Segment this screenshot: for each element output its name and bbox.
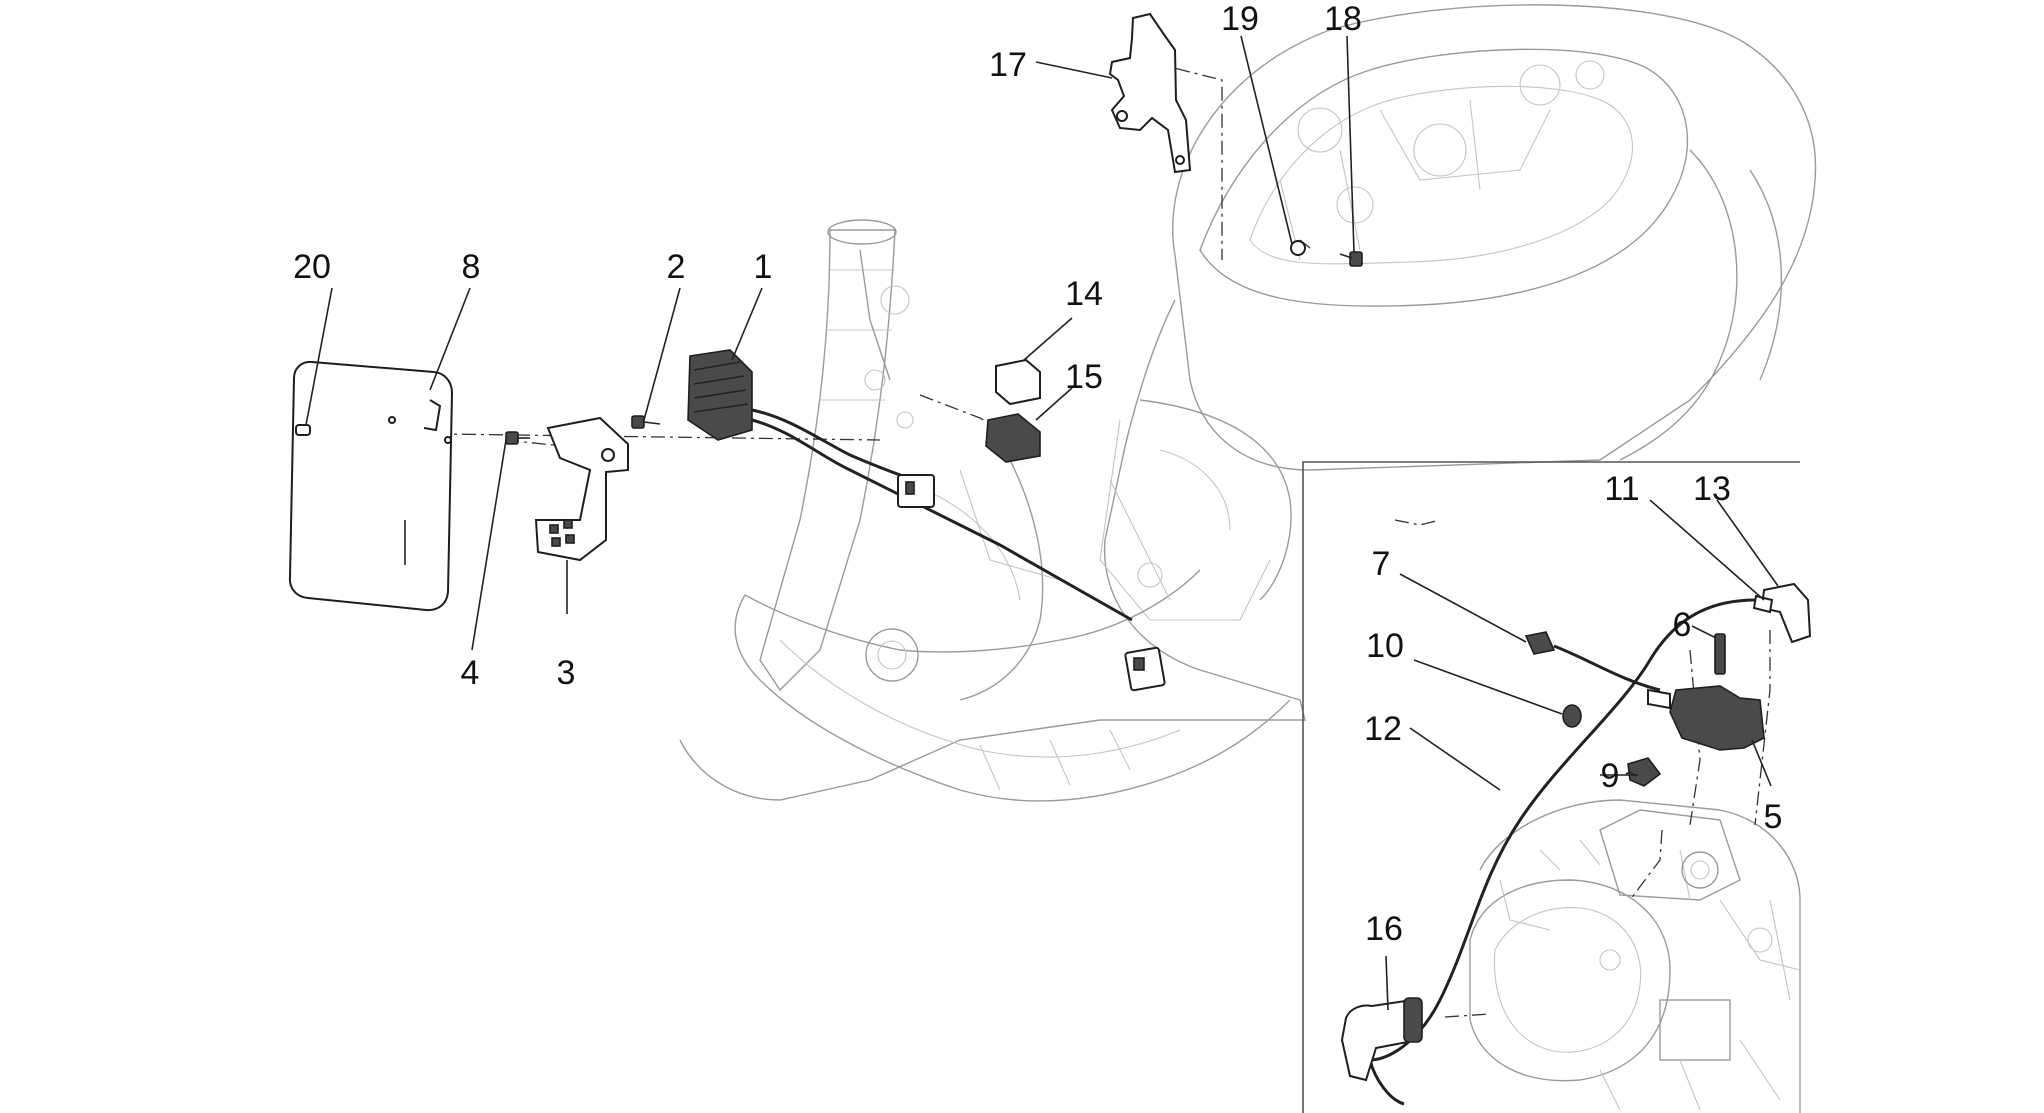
part-washer — [1290, 240, 1306, 256]
callout-20: 20 — [293, 248, 331, 286]
part-rivet — [295, 424, 311, 436]
part-mudflap-plate — [288, 360, 454, 612]
callout-16: 16 — [1365, 910, 1403, 948]
callout-3: 3 — [557, 654, 576, 692]
callout-13: 13 — [1693, 470, 1731, 508]
part-top-bracket — [1108, 12, 1192, 174]
part-bolt-6 — [1714, 633, 1726, 675]
scooter-frame-outline — [679, 4, 1817, 802]
callout-15: 15 — [1065, 358, 1103, 396]
engine-inset — [1302, 461, 1801, 1113]
part-sensor — [1524, 631, 1661, 692]
part-ignition-coil — [1647, 685, 1765, 751]
part-relay — [995, 358, 1041, 406]
part-relay-holder — [985, 413, 1041, 463]
part-spark-plug-cap — [1760, 582, 1812, 644]
callout-1: 1 — [754, 248, 773, 286]
callout-7: 7 — [1372, 545, 1391, 583]
callout-2: 2 — [667, 248, 686, 286]
part-bolt-2 — [631, 415, 661, 429]
callout-19: 19 — [1221, 0, 1259, 38]
callout-labels: 20 8 2 1 4 3 14 15 17 19 18 11 13 7 6 10… — [293, 0, 1782, 948]
leader-lines — [305, 35, 1779, 1011]
callout-4: 4 — [461, 654, 480, 692]
assembly-lines — [299, 61, 1771, 1018]
part-bolt-18 — [1339, 251, 1363, 267]
part-clip — [1752, 594, 1774, 614]
part-voltage-regulator — [687, 349, 1166, 692]
callout-14: 14 — [1065, 275, 1103, 313]
part-grommet — [1562, 704, 1582, 728]
callout-18: 18 — [1324, 0, 1362, 38]
callout-17: 17 — [989, 46, 1027, 84]
part-connector-9 — [1627, 757, 1662, 787]
callout-5: 5 — [1764, 798, 1783, 836]
part-bracket — [534, 416, 629, 562]
callout-12: 12 — [1364, 710, 1402, 748]
callout-9: 9 — [1601, 757, 1620, 795]
callout-8: 8 — [462, 248, 481, 286]
callout-6: 6 — [1673, 606, 1692, 644]
callout-11: 11 — [1604, 470, 1639, 508]
part-screw-4 — [505, 431, 530, 445]
part-pickup-sensor — [1340, 997, 1423, 1082]
callout-10: 10 — [1366, 627, 1404, 665]
parts — [288, 12, 1812, 1106]
